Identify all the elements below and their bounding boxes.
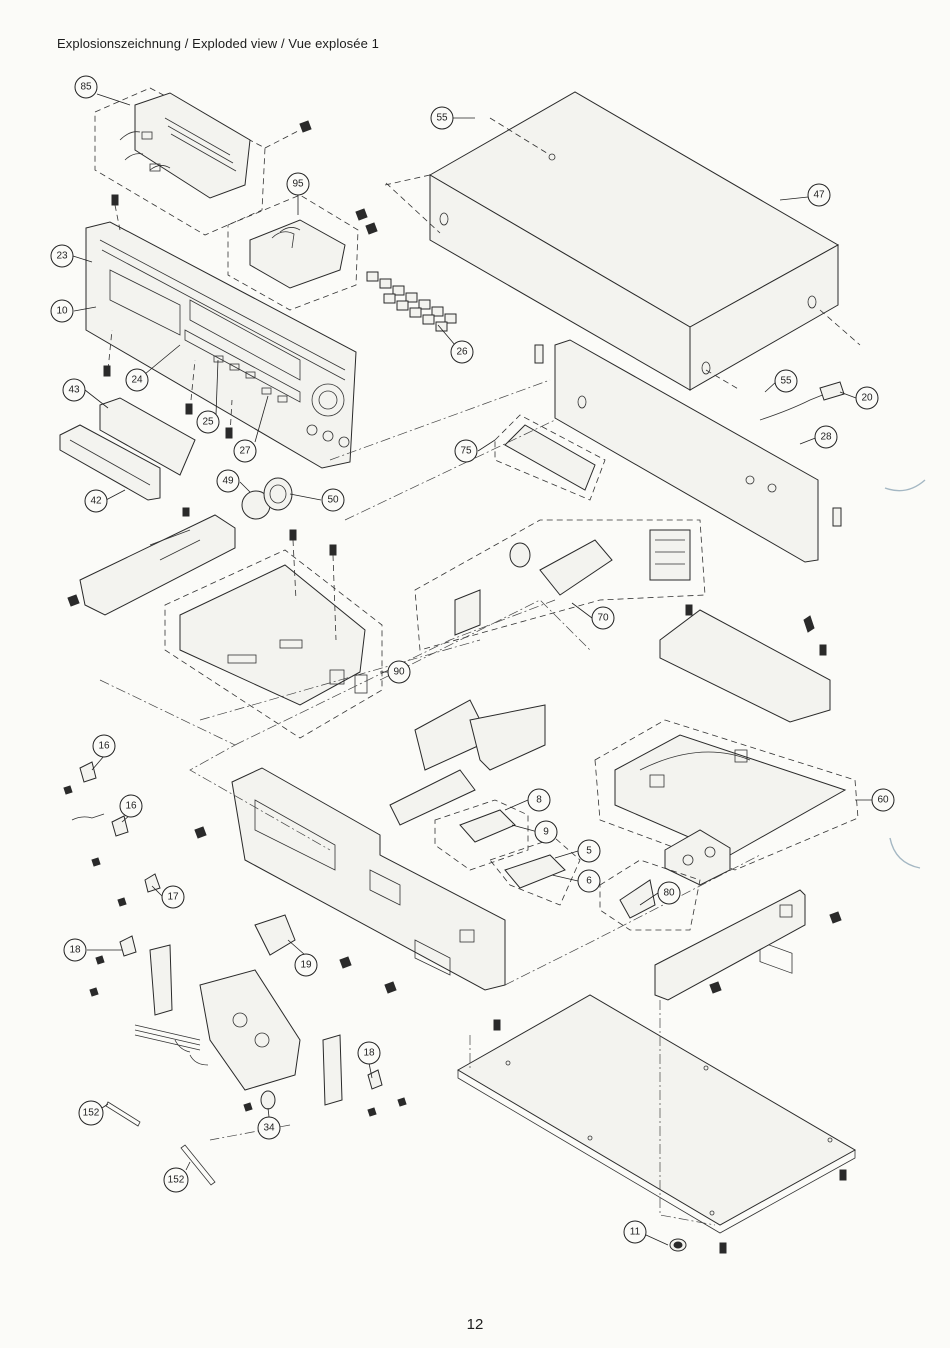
svg-text:34: 34 <box>263 1123 275 1134</box>
svg-text:90: 90 <box>393 667 405 678</box>
svg-text:152: 152 <box>83 1108 100 1119</box>
callout-25: 25 <box>197 411 219 433</box>
svg-text:5: 5 <box>586 846 592 857</box>
svg-text:28: 28 <box>820 432 832 443</box>
callout-55-rear: 55 <box>775 370 797 392</box>
svg-text:9: 9 <box>543 827 549 838</box>
svg-text:8: 8 <box>536 795 542 806</box>
svg-text:19: 19 <box>300 960 312 971</box>
callout-10: 10 <box>51 300 73 322</box>
svg-text:85: 85 <box>80 82 92 93</box>
callout-42: 42 <box>85 490 107 512</box>
callout-47: 47 <box>808 184 830 206</box>
top-left-board <box>95 88 311 235</box>
svg-text:55: 55 <box>780 376 792 387</box>
callout-28: 28 <box>815 426 837 448</box>
svg-text:16: 16 <box>125 801 137 812</box>
callout-60: 60 <box>872 789 894 811</box>
svg-text:75: 75 <box>460 446 472 457</box>
svg-text:17: 17 <box>167 892 179 903</box>
callout-85: 85 <box>75 76 97 98</box>
callout-17: 17 <box>162 886 184 908</box>
callout-24: 24 <box>126 369 148 391</box>
rear-io-board <box>655 890 841 1000</box>
svg-text:20: 20 <box>861 393 873 404</box>
callout-16-upper: 16 <box>93 735 115 757</box>
callout-9: 9 <box>535 821 557 843</box>
callout-20: 20 <box>856 387 878 409</box>
center-bracket <box>390 700 545 825</box>
bottom-plate <box>458 995 855 1253</box>
svg-text:49: 49 <box>222 476 234 487</box>
callout-18-right: 18 <box>358 1042 380 1064</box>
svg-text:95: 95 <box>292 179 304 190</box>
small-display-board <box>228 195 377 310</box>
callout-70: 70 <box>592 607 614 629</box>
cassette-door <box>60 398 195 500</box>
board-60 <box>595 720 858 885</box>
callout-90: 90 <box>388 661 410 683</box>
svg-text:16: 16 <box>98 741 110 752</box>
transformer-assembly <box>415 520 705 650</box>
button-set <box>367 272 456 331</box>
svg-text:60: 60 <box>877 795 889 806</box>
callout-11: 11 <box>624 1221 646 1243</box>
page-number: 12 <box>0 1316 950 1333</box>
callout-5: 5 <box>578 840 600 862</box>
power-cord <box>760 382 844 420</box>
callout-80: 80 <box>658 882 680 904</box>
callout-27: 27 <box>234 440 256 462</box>
svg-text:10: 10 <box>56 306 68 317</box>
svg-text:18: 18 <box>363 1048 375 1059</box>
callout-34: 34 <box>258 1117 280 1139</box>
callout-6: 6 <box>578 870 600 892</box>
callout-55-top: 55 <box>431 107 453 129</box>
svg-text:70: 70 <box>597 613 609 624</box>
callout-50: 50 <box>322 489 344 511</box>
scan-mark-top <box>885 480 925 491</box>
callout-8: 8 <box>528 789 550 811</box>
svg-text:26: 26 <box>456 347 468 358</box>
mechanism-frame <box>195 768 505 993</box>
svg-text:42: 42 <box>90 496 102 507</box>
callout-49: 49 <box>217 470 239 492</box>
callout-16-lower: 16 <box>120 795 142 817</box>
callout-43: 43 <box>63 379 85 401</box>
left-bracket <box>68 508 235 615</box>
svg-text:80: 80 <box>663 888 675 899</box>
callout-18-left: 18 <box>64 939 86 961</box>
callout-23: 23 <box>51 245 73 267</box>
svg-text:11: 11 <box>630 1227 641 1238</box>
belts <box>106 1102 215 1185</box>
svg-text:23: 23 <box>56 251 68 262</box>
svg-text:24: 24 <box>131 375 143 386</box>
svg-text:18: 18 <box>69 945 81 956</box>
svg-text:47: 47 <box>813 190 825 201</box>
switch-boards <box>435 800 580 905</box>
scan-mark-bottom <box>890 838 920 868</box>
callout-95: 95 <box>287 173 309 195</box>
callout-19: 19 <box>295 954 317 976</box>
callout-26: 26 <box>451 341 473 363</box>
foot <box>670 1239 686 1251</box>
callout-75: 75 <box>455 440 477 462</box>
callout-152-lower: 152 <box>164 1168 188 1192</box>
callout-152-upper: 152 <box>79 1101 103 1125</box>
svg-text:6: 6 <box>586 876 592 887</box>
svg-text:43: 43 <box>68 385 80 396</box>
svg-text:152: 152 <box>168 1175 185 1186</box>
svg-text:25: 25 <box>202 417 214 428</box>
svg-text:50: 50 <box>327 495 339 506</box>
svg-text:27: 27 <box>239 446 251 457</box>
svg-text:55: 55 <box>436 113 448 124</box>
knobs <box>242 478 292 519</box>
